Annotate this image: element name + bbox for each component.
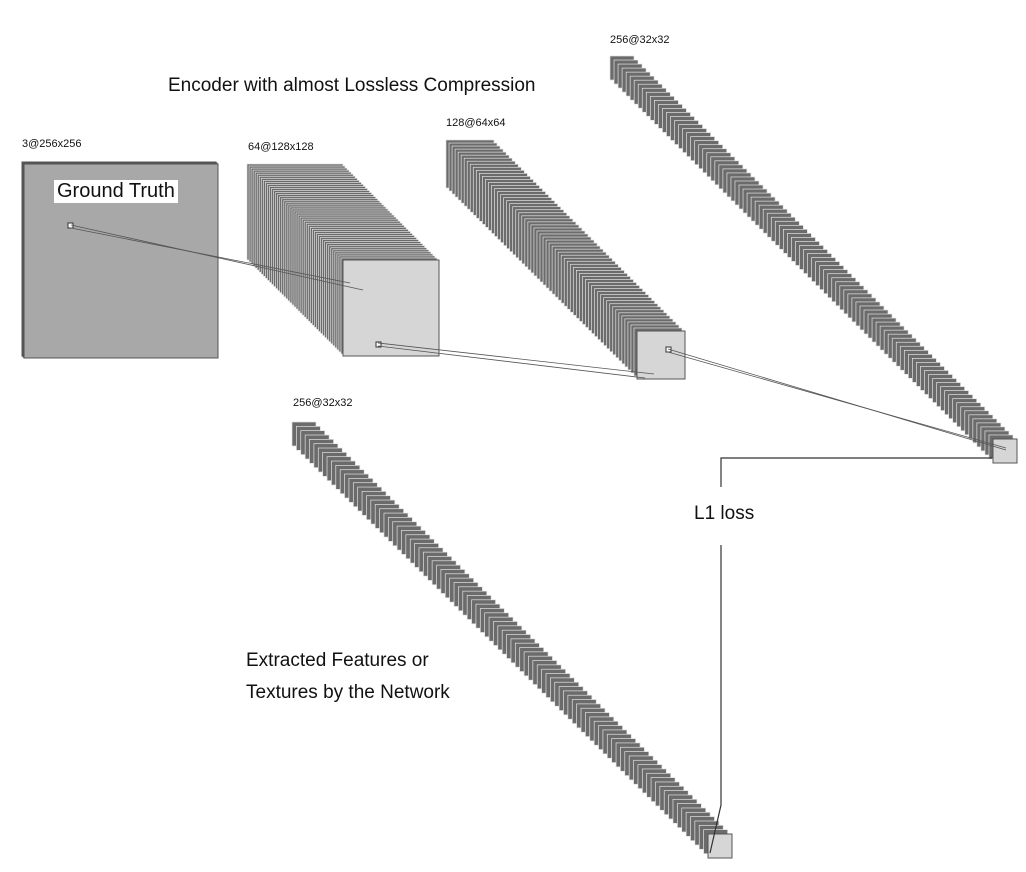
layer-dims-label: 256@32x32 xyxy=(293,397,353,409)
layer-dims-label: 128@64x64 xyxy=(446,117,506,129)
kernel-marker xyxy=(375,341,382,348)
projection-line xyxy=(70,224,364,291)
projection-line xyxy=(667,348,1007,451)
layer-dims-label: 64@128x128 xyxy=(248,141,314,153)
layer-dims-label: 3@256x256 xyxy=(22,138,82,150)
layer-dims-label: 256@32x32 xyxy=(610,34,670,46)
extracted-caption-line2: Textures by the Network xyxy=(246,682,450,703)
projection-line xyxy=(667,351,1007,449)
loss-connector-top xyxy=(720,457,992,487)
convolution-connectors xyxy=(70,224,1007,451)
feature-map-256-stack xyxy=(609,55,1018,464)
extracted-caption-line1: Extracted Features or xyxy=(246,650,429,671)
extracted-feature-map-256-stack xyxy=(291,421,733,859)
front-face xyxy=(342,259,440,357)
projection-line xyxy=(70,227,351,284)
l1-loss-label: L1 loss xyxy=(694,503,755,524)
ground-truth-label: Ground Truth xyxy=(54,180,178,203)
projection-line xyxy=(377,345,646,379)
front-face xyxy=(992,438,1018,464)
projection-line xyxy=(377,342,655,375)
l1-loss-lines xyxy=(709,457,992,854)
loss-connector-bottom xyxy=(709,545,722,854)
feature-map-64-stack xyxy=(246,163,440,357)
diagram-title: Encoder with almost Lossless Compression xyxy=(168,75,536,96)
feature-map-128-stack xyxy=(445,139,686,380)
front-face xyxy=(636,330,686,380)
